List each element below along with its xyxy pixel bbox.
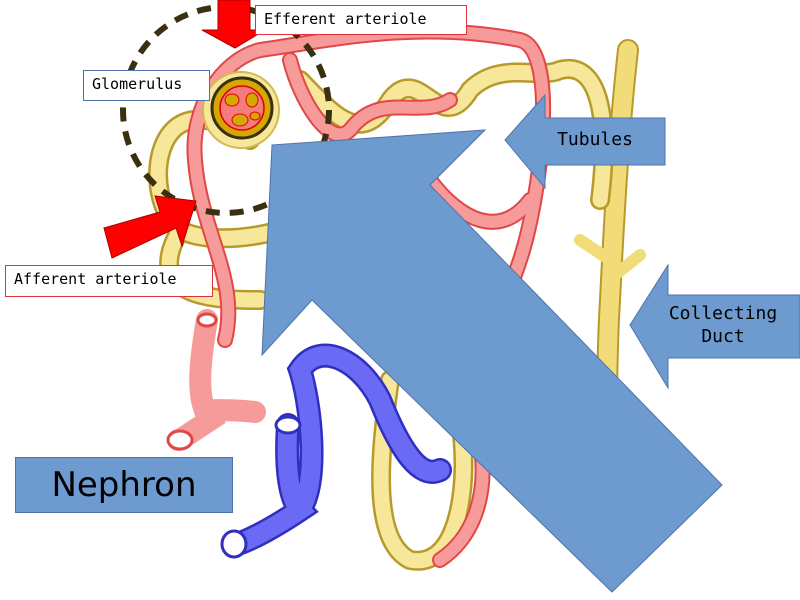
vein (220, 343, 452, 559)
collecting-duct-arrow (629, 263, 800, 390)
glomerulus-label: Glomerulus (83, 70, 210, 101)
arterioles (166, 23, 552, 568)
collecting-duct-label: Collecting Duct (650, 302, 796, 348)
collecting-duct-line2: Duct (701, 326, 745, 347)
efferent-red-arrow (201, 0, 267, 49)
collecting-duct-line1: Collecting (668, 303, 778, 324)
tubules-arrow (504, 93, 666, 190)
afferent-arteriole-label: Afferent arteriole (5, 265, 213, 297)
glomerulus-structure (202, 71, 280, 149)
afferent-red-arrow (103, 195, 197, 259)
efferent-arteriole-label: Efferent arteriole (255, 5, 467, 35)
nephron-title: Nephron (15, 457, 233, 513)
big-blue-arrow (261, 129, 723, 593)
tubules-label: Tubules (557, 129, 633, 150)
